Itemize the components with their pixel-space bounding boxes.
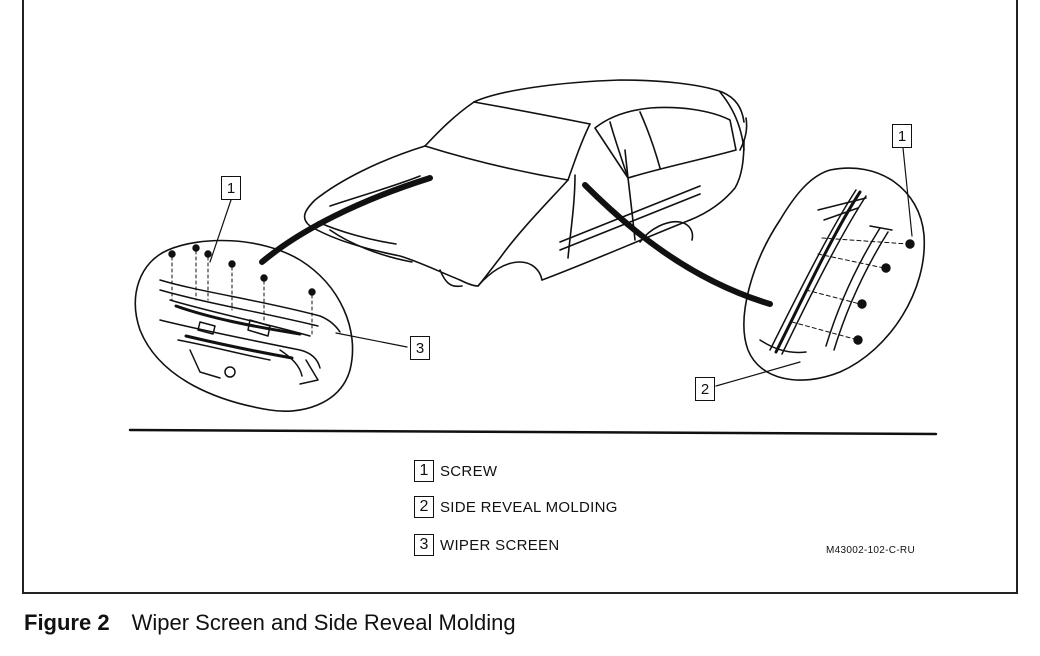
separator-line bbox=[128, 428, 938, 436]
legend-label: WIPER SCREEN bbox=[440, 536, 560, 554]
legend-label: SIDE REVEAL MOLDING bbox=[440, 498, 618, 516]
leader-curve-left bbox=[259, 175, 433, 265]
leader-curve-right bbox=[582, 182, 773, 307]
figure-caption: Figure 2 Wiper Screen and Side Reveal Mol… bbox=[24, 610, 516, 636]
legend-item-screw: 1 SCREW bbox=[414, 458, 497, 484]
callout-side-reveal-molding: 2 bbox=[695, 377, 715, 401]
wiper-screen-detail bbox=[134, 199, 408, 412]
callout-screw-left: 1 bbox=[221, 176, 241, 200]
car-body bbox=[303, 79, 748, 288]
callout-screw-right: 1 bbox=[892, 124, 912, 148]
reference-code: M43002-102-C-RU bbox=[826, 545, 915, 556]
legend-number: 2 bbox=[414, 496, 434, 518]
legend-label: SCREW bbox=[440, 462, 498, 480]
figure-title: Wiper Screen and Side Reveal Molding bbox=[131, 610, 516, 635]
callout-wiper-screen: 3 bbox=[410, 336, 430, 360]
legend-item-wiper-screen: 3 WIPER SCREEN bbox=[414, 532, 559, 558]
legend-number: 3 bbox=[414, 534, 434, 556]
side-reveal-molding-detail bbox=[715, 147, 926, 387]
legend-item-side-reveal-molding: 2 SIDE REVEAL MOLDING bbox=[414, 494, 618, 520]
figure-number: Figure 2 bbox=[24, 610, 110, 635]
figure-frame bbox=[22, 0, 1018, 594]
legend-number: 1 bbox=[414, 460, 434, 482]
